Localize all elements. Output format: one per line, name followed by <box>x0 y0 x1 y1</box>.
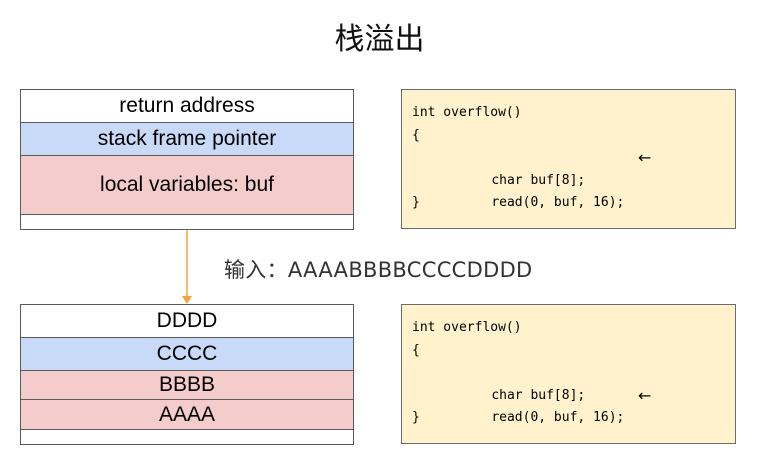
left-arrow-icon: ← <box>638 385 652 405</box>
stack-cell-empty <box>21 430 353 444</box>
code-line: read(0, buf, 16); <box>491 410 625 425</box>
stack-cell-frame-pointer: stack frame pointer <box>21 123 353 156</box>
code-line-row: char buf[8]; <box>412 362 735 403</box>
code-line: } <box>412 195 420 210</box>
code-line: int overflow() <box>412 105 522 120</box>
stack-after: DDDD CCCC BBBB AAAA <box>20 304 354 445</box>
stack-cell-bbbb: BBBB <box>21 371 353 400</box>
code-line: read(0, buf, 16); <box>491 195 625 210</box>
code-line: { <box>412 342 420 358</box>
code-line: char buf[8]; <box>491 387 586 403</box>
stack-cell-cccc: CCCC <box>21 338 353 371</box>
code-line-row: read(0, buf, 16); ← <box>412 385 735 426</box>
code-line: { <box>412 127 420 143</box>
stack-cell-dddd: DDDD <box>21 305 353 338</box>
stack-cell-return-address: return address <box>21 90 353 123</box>
stack-before: return address stack frame pointer local… <box>20 89 354 230</box>
code-line-row: char buf[8]; ← <box>412 147 735 188</box>
input-label: 输入：AAAABBBBCCCCDDDD <box>224 258 533 282</box>
left-arrow-icon: ← <box>638 148 652 167</box>
stack-cell-local-variables: local variables: buf <box>21 156 353 215</box>
code-box-before: int overflow() { char buf[8]; ← read(0, … <box>401 89 736 229</box>
code-box-after: int overflow() { char buf[8]; read(0, bu… <box>401 304 736 444</box>
diagram-title: 栈溢出 <box>334 22 425 57</box>
arrowhead-icon <box>182 296 192 304</box>
code-line: int overflow() <box>412 320 522 335</box>
stack-cell-aaaa: AAAA <box>21 400 353 430</box>
code-line: } <box>412 410 420 425</box>
code-line-row: read(0, buf, 16); <box>412 170 735 210</box>
stack-cell-empty <box>21 215 353 229</box>
connector-arrow <box>182 230 192 304</box>
code-line: char buf[8]; <box>491 172 586 188</box>
